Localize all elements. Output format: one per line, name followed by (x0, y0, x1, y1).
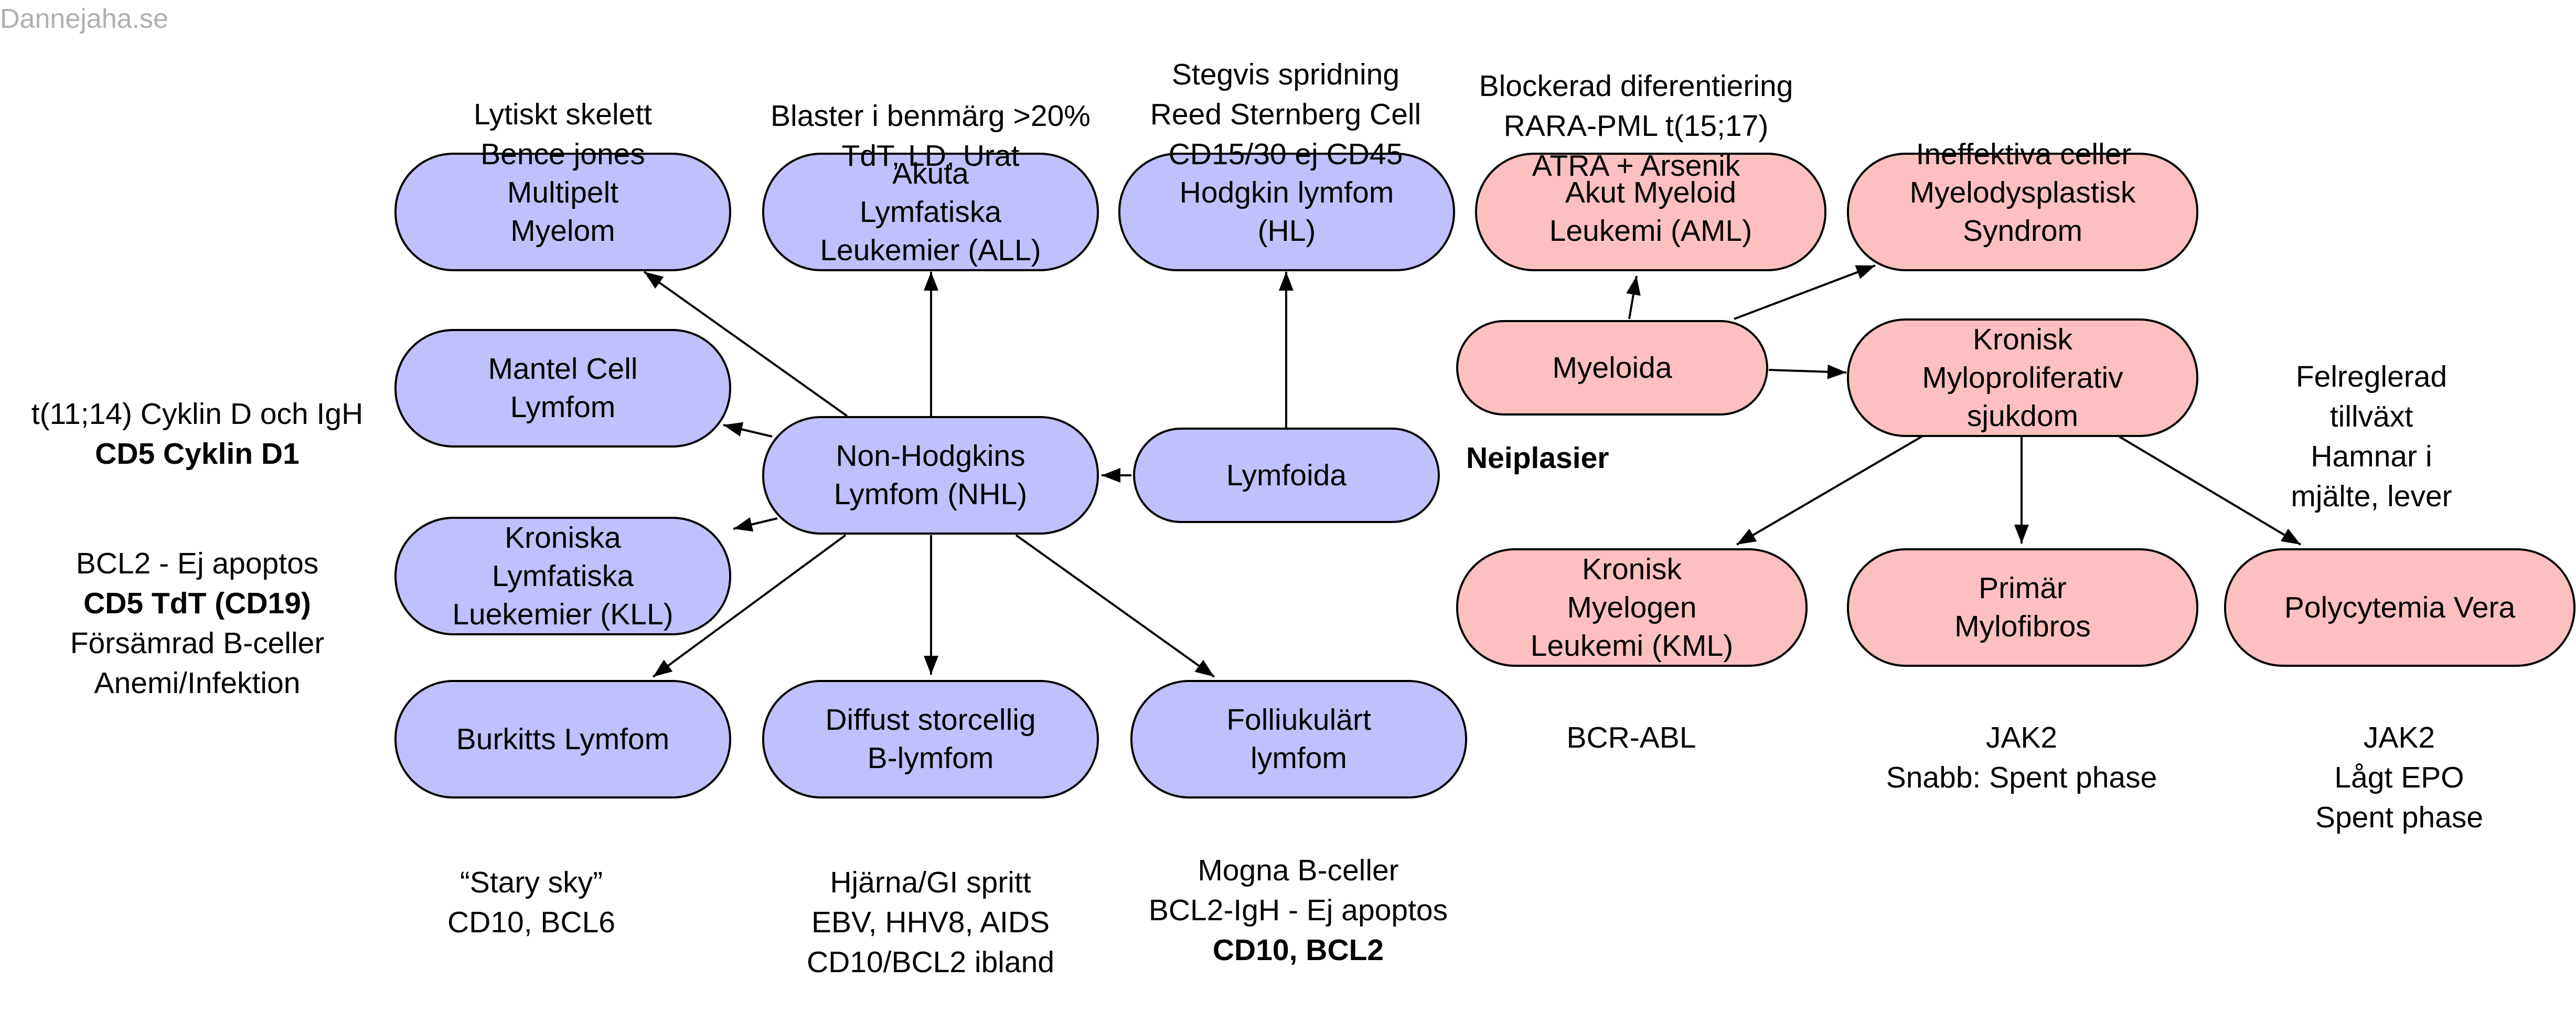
center-label: Neiplasier (1466, 441, 1609, 475)
edge-kmps-kml (1736, 435, 1923, 546)
edge-myeloida-mds (1734, 264, 1876, 320)
node-burkitt: Burkitts Lymfom (394, 680, 731, 799)
node-hodgkin: Hodgkin lymfom (HL) (1118, 153, 1455, 271)
node-kll: Kroniska Lymfatiska Luekemier (KLL) (394, 517, 731, 635)
neoplasm-diagram: Dannejaha.se Multipelt Myelom Akuta L (0, 4, 2575, 979)
node-diffust: Diffust storcellig B-lymfom (762, 680, 1099, 799)
node-aml: Akut Myeloid Leukemi (AML) (1475, 153, 1826, 271)
edge-nhl-follikul (1015, 534, 1215, 678)
node-all: Akuta Lymfatiska Leukemier (ALL) (762, 153, 1099, 271)
edge-myeloida-kmps (1768, 364, 1847, 379)
annotation-all: Blaster i benmärg >20%TdT, LD, Urat (771, 99, 1091, 173)
annotation-kml: BCR-ABL (1566, 721, 1696, 754)
node-kmps: Kronisk Myloproliferativ sjukdom (1847, 318, 2198, 437)
annotation-mds: Ineffektiva celler (1916, 137, 2132, 171)
node-mantel-cell: Mantel Cell Lymfom (394, 329, 731, 448)
edge-nhl-kll (733, 517, 778, 532)
node-polycytemia-vera: Polycytemia Vera (2224, 548, 2575, 667)
edge-nhl-myelom (643, 271, 848, 417)
edge-kmps-pv (2118, 435, 2302, 546)
edge-myeloida-aml (1626, 275, 1641, 320)
edge-layer (643, 264, 2302, 678)
node-follikulart: Folliukulärt lymfom (1130, 680, 1467, 799)
node-mds: Myelodysplastisk Syndrom (1847, 153, 2198, 271)
node-lymfoida: Lymfoida (1133, 428, 1440, 523)
annotation-burkitt: “Stary sky”CD10, BCL6 (447, 866, 615, 939)
edge-nhl-mantel (723, 422, 773, 438)
edge-nhl-burkitt (652, 534, 847, 678)
node-primar-mylofibros: Primär Mylofibros (1847, 548, 2198, 667)
node-myeloida: Myeloida (1456, 320, 1768, 416)
node-nhl: Non-Hodgkins Lymfom (NHL) (762, 416, 1099, 535)
node-kml: Kronisk Myelogen Leukemi (KML) (1456, 548, 1808, 667)
node-multipelt-myelom: Multipelt Myelom (394, 153, 731, 271)
watermark: Dannejaha.se (0, 4, 168, 34)
